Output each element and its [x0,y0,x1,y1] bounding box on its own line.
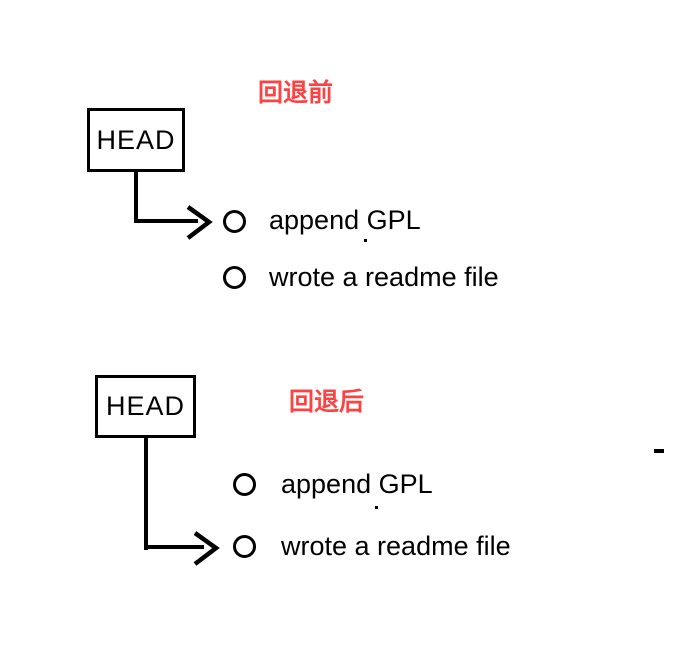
head-arrow-horizontal-line-before [134,219,198,223]
head-box-label: HEAD [96,124,176,155]
head-arrow-horizontal-line-after [144,545,204,549]
section-label-before: 回退前 [258,79,334,107]
head-box-label: HEAD [105,391,185,421]
stray-dot-mark [364,239,367,242]
arrow-head-icon [193,531,220,566]
head-arrow-vertical-line-before [134,171,138,223]
commit-message: append GPL [281,469,433,499]
head-box-after: HEAD [95,375,196,438]
commit-node-circle [223,266,246,289]
arrow-head-icon [186,205,213,240]
stray-dash-mark [654,449,664,453]
commit-node-circle [233,535,256,558]
commit-message: wrote a readme file [281,531,511,561]
commit-message: wrote a readme file [269,262,499,292]
head-arrow-vertical-line-after [144,436,148,550]
stray-dot-mark [375,506,378,509]
section-label-after: 回退后 [289,388,365,416]
commit-message: append GPL [269,205,421,235]
commit-node-circle [233,473,256,496]
head-box-before: HEAD [87,108,185,172]
commit-node-circle [223,210,246,233]
